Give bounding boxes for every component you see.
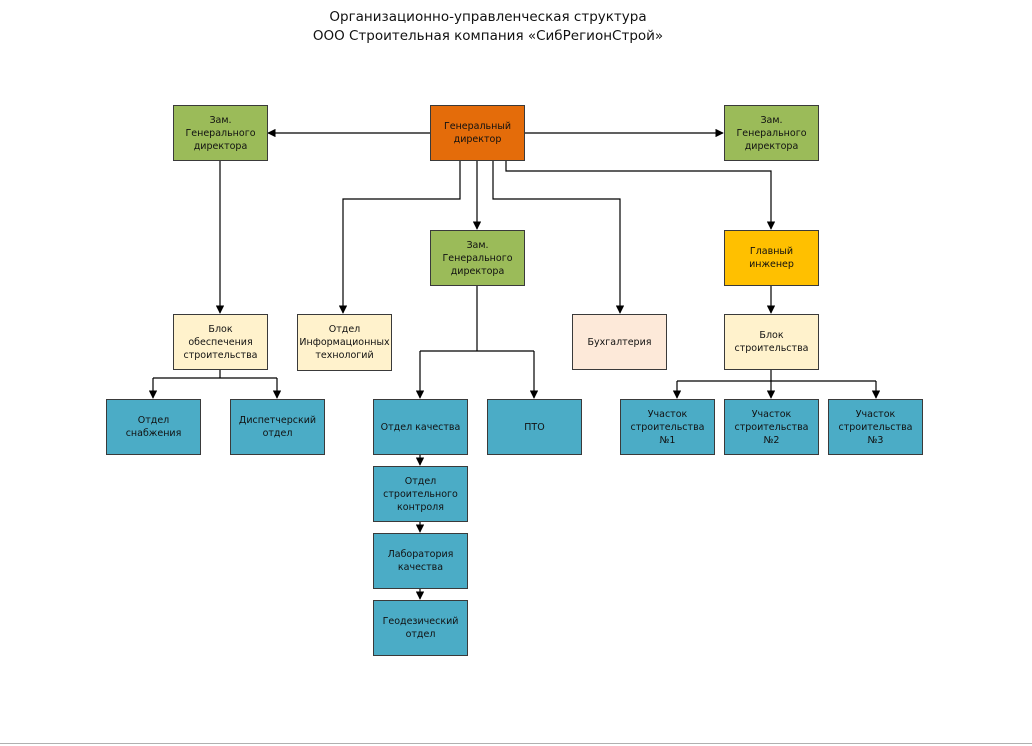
- node-construction-block[interactable]: Блок строительства: [724, 314, 819, 370]
- node-chief-engineer[interactable]: Главный инженер: [724, 230, 819, 286]
- node-accounting[interactable]: Бухгалтерия: [572, 314, 667, 370]
- node-quality-laboratory[interactable]: Лаборатория качества: [373, 533, 468, 589]
- page-bottom-divider: [0, 743, 1032, 744]
- connector-director-accounting: [492, 161, 625, 314]
- node-site-3[interactable]: Участок строительства №3: [828, 399, 923, 455]
- node-supply-department[interactable]: Отдел снабжения: [106, 399, 201, 455]
- node-geodetic-department[interactable]: Геодезический отдел: [373, 600, 468, 656]
- diagram-title: Организационно-управленческая структура …: [0, 8, 976, 46]
- node-quality-department[interactable]: Отдел качества: [373, 399, 468, 455]
- node-pto[interactable]: ПТО: [487, 399, 582, 455]
- node-general-director[interactable]: Генеральный директор: [430, 105, 525, 161]
- node-deputy-center[interactable]: Зам. Генерального директора: [430, 230, 525, 286]
- node-site-2[interactable]: Участок строительства №2: [724, 399, 819, 455]
- node-deputy-right[interactable]: Зам. Генерального директора: [724, 105, 819, 161]
- connector-support-block-branch: [153, 370, 277, 379]
- node-construction-control-department[interactable]: Отдел строительного контроля: [373, 466, 468, 522]
- diagram-title-line-1: Организационно-управленческая структура: [329, 9, 647, 25]
- connector-director-it: [338, 161, 461, 314]
- diagram-title-line-2: ООО Строительная компания «СибРегионСтро…: [312, 28, 664, 44]
- connector-deputy-center-branch: [420, 285, 534, 352]
- node-site-1[interactable]: Участок строительства №1: [620, 399, 715, 455]
- node-deputy-left[interactable]: Зам. Генерального директора: [173, 105, 268, 161]
- node-it-department[interactable]: Отдел Информационных технологий: [297, 314, 392, 371]
- node-construction-support-block[interactable]: Блок обеспечения строительства: [173, 314, 268, 370]
- node-dispatch-department[interactable]: Диспетчерский отдел: [230, 399, 325, 455]
- connector-director-chief-engineer: [505, 161, 776, 230]
